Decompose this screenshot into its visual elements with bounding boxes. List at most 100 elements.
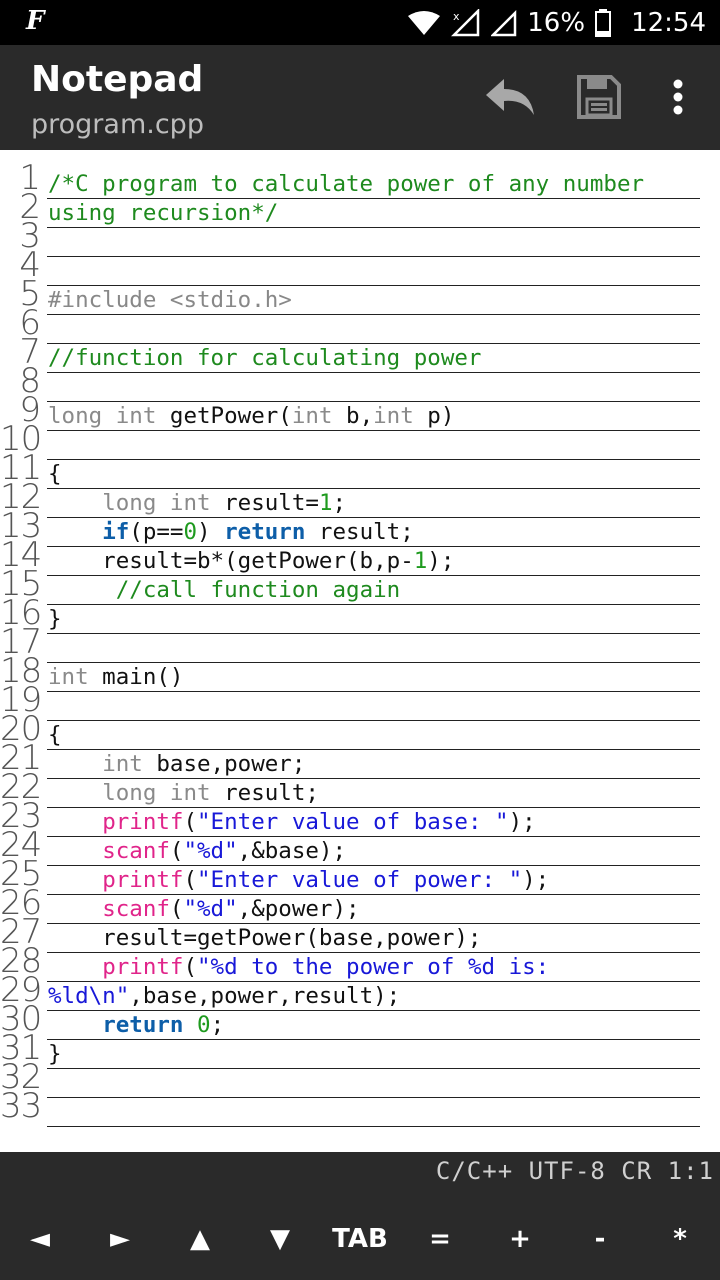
code-line[interactable]: 21 int base,power; <box>0 741 720 779</box>
code-token: ,&power); <box>237 896 360 922</box>
code-line[interactable]: 28 printf("%d to the power of %d is: <box>0 944 720 982</box>
code-token <box>48 519 102 545</box>
line-rule <box>47 923 700 924</box>
line-number: 16 <box>0 593 42 633</box>
code-text: int base,power; <box>48 750 305 778</box>
code-line[interactable]: 4 <box>0 248 720 286</box>
undo-button[interactable] <box>478 65 542 129</box>
key-button[interactable]: ► <box>110 1224 130 1254</box>
line-number: 3 <box>19 216 41 256</box>
code-token: result=b*(getPower(b,p- <box>48 548 414 574</box>
code-line[interactable]: 24 scanf("%d",&base); <box>0 828 720 866</box>
line-number: 11 <box>0 448 42 488</box>
code-line[interactable]: 11{ <box>0 451 720 489</box>
code-line[interactable]: 10 <box>0 422 720 460</box>
code-line[interactable]: 15 //call function again <box>0 567 720 605</box>
line-number: 6 <box>19 303 41 343</box>
no-signal-icon: x <box>451 8 480 36</box>
code-token: 1 <box>318 490 333 516</box>
key-button[interactable]: TAB <box>332 1224 388 1254</box>
code-token: long int <box>102 490 211 516</box>
line-rule <box>47 227 700 228</box>
code-line[interactable]: 22 long int result; <box>0 770 720 808</box>
key-button[interactable]: - <box>594 1224 606 1254</box>
code-line[interactable]: 29%ld\n",base,power,result); <box>0 973 720 1011</box>
code-line[interactable]: 8 <box>0 364 720 402</box>
code-token: scanf <box>102 838 170 864</box>
line-number: 17 <box>0 622 42 662</box>
code-token: %ld\n" <box>48 983 130 1009</box>
code-token <box>48 896 102 922</box>
code-text: scanf("%d",&power); <box>48 895 360 923</box>
code-line[interactable]: 26 scanf("%d",&power); <box>0 886 720 924</box>
code-token: scanf <box>102 896 170 922</box>
code-line[interactable]: 33 <box>0 1089 720 1127</box>
code-line[interactable]: 7//function for calculating power <box>0 335 720 373</box>
line-number: 20 <box>0 709 42 749</box>
save-button[interactable] <box>567 65 631 129</box>
line-rule <box>47 778 700 779</box>
code-token: { <box>48 722 62 748</box>
code-line[interactable]: 17 <box>0 625 720 663</box>
code-text: if(p==0) return result; <box>48 518 414 546</box>
code-text: scanf("%d",&base); <box>48 837 346 865</box>
code-line[interactable]: 32 <box>0 1060 720 1098</box>
key-button[interactable]: ◄ <box>30 1224 50 1254</box>
code-line[interactable]: 31} <box>0 1031 720 1069</box>
line-number: 13 <box>0 506 42 546</box>
battery-percent: 16% <box>527 7 586 38</box>
code-token: ); <box>508 809 536 835</box>
code-line[interactable]: 30 return 0; <box>0 1002 720 1040</box>
code-line[interactable]: 20{ <box>0 712 720 750</box>
code-line[interactable]: 3 <box>0 219 720 257</box>
code-token: } <box>48 606 62 632</box>
key-button[interactable]: ▲ <box>190 1224 210 1254</box>
code-token: result; <box>305 519 414 545</box>
line-rule <box>47 1068 700 1069</box>
code-line[interactable]: 25 printf("Enter value of power: "); <box>0 857 720 895</box>
key-button[interactable]: ▼ <box>270 1224 290 1254</box>
code-line[interactable]: 13 if(p==0) return result; <box>0 509 720 547</box>
line-number: 19 <box>0 680 42 720</box>
line-number: 25 <box>0 854 42 894</box>
code-text: result=getPower(base,power); <box>48 924 481 952</box>
code-token: b, <box>332 403 374 429</box>
line-number: 5 <box>19 274 41 314</box>
code-line[interactable]: 16} <box>0 596 720 634</box>
code-token: ; <box>210 1012 225 1038</box>
code-token: result= <box>210 490 319 516</box>
line-rule <box>47 1097 700 1098</box>
line-rule <box>47 633 700 634</box>
code-line[interactable]: 23 printf("Enter value of base: "); <box>0 799 720 837</box>
key-button[interactable]: = <box>429 1224 451 1254</box>
code-line[interactable]: 12 long int result=1; <box>0 480 720 518</box>
line-rule <box>47 894 700 895</box>
line-number: 32 <box>0 1057 42 1097</box>
line-number: 18 <box>0 651 42 691</box>
code-line[interactable]: 5 #include <stdio.h> <box>0 277 720 315</box>
line-number: 8 <box>19 361 41 401</box>
line-rule <box>47 488 700 489</box>
code-text: printf("Enter value of base: "); <box>48 808 536 836</box>
line-number: 30 <box>0 999 42 1039</box>
code-token: #include <stdio.h> <box>48 287 292 313</box>
code-line[interactable]: 6 <box>0 306 720 344</box>
code-line[interactable]: 14 result=b*(getPower(b,p-1); <box>0 538 720 576</box>
code-token: //call function again <box>115 577 401 603</box>
overflow-menu-button[interactable] <box>646 65 710 129</box>
code-text: { <box>48 721 62 749</box>
status-bar: F x 16% 12:54 <box>0 0 720 45</box>
line-rule <box>47 256 700 257</box>
key-button[interactable]: * <box>673 1224 687 1254</box>
code-text: using recursion*/ <box>48 199 278 227</box>
code-line[interactable]: 19 <box>0 683 720 721</box>
code-line[interactable]: 27 result=getPower(base,power); <box>0 915 720 953</box>
code-editor[interactable]: 1/*C program to calculate power of any n… <box>0 150 720 1150</box>
line-number: 23 <box>0 796 42 836</box>
code-line[interactable]: 1/*C program to calculate power of any n… <box>0 161 720 199</box>
key-button[interactable]: + <box>509 1224 531 1254</box>
code-token: p) <box>413 403 455 429</box>
